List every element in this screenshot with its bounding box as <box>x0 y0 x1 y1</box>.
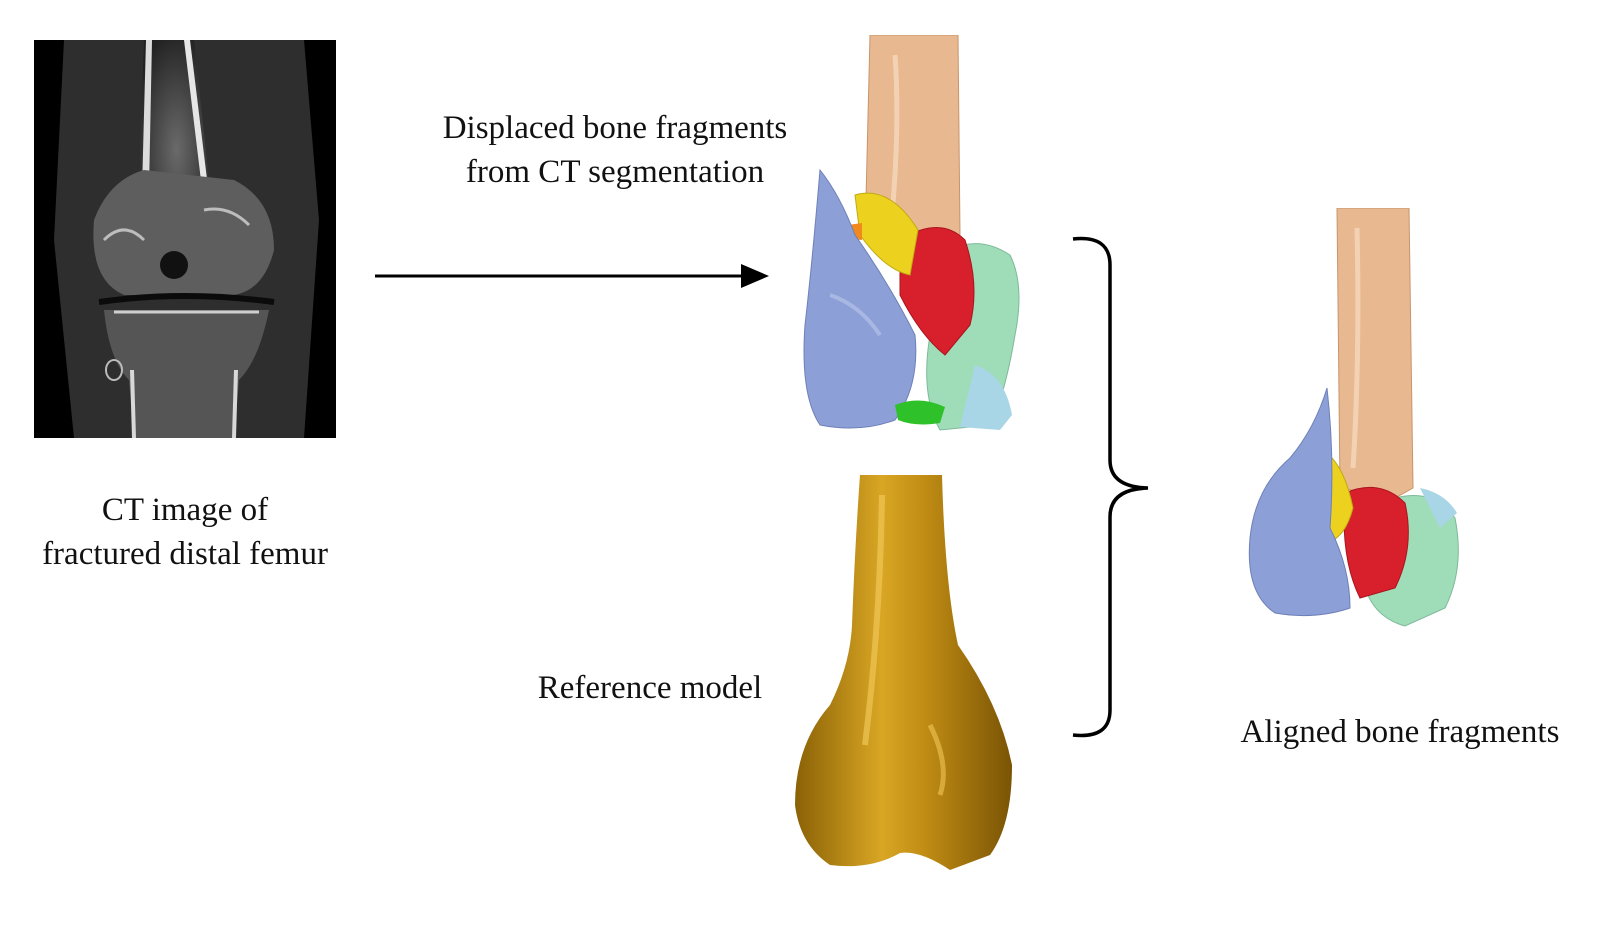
reference-model <box>795 475 1012 870</box>
aligned-fragments-model <box>1248 208 1459 627</box>
ct-caption-line-2: fractured distal femur <box>42 536 328 572</box>
displaced-caption-line-1: Displaced bone fragments <box>442 110 788 146</box>
aligned-fragments-caption: Aligned bone fragments <box>1240 714 1560 750</box>
ct-image-caption: CT image of fractured distal femur <box>10 488 360 576</box>
right-arrow-icon <box>375 264 769 288</box>
displaced-fragments-caption: Displaced bone fragments from CT segment… <box>395 106 835 194</box>
grouping-brace <box>1072 236 1149 738</box>
ct-caption-line-1: CT image of <box>101 492 269 528</box>
displaced-fragments-model <box>803 35 1020 431</box>
reference-model-caption: Reference model <box>537 670 763 706</box>
displaced-caption-line-2: from CT segmentation <box>465 154 765 190</box>
ct-image <box>34 40 336 438</box>
